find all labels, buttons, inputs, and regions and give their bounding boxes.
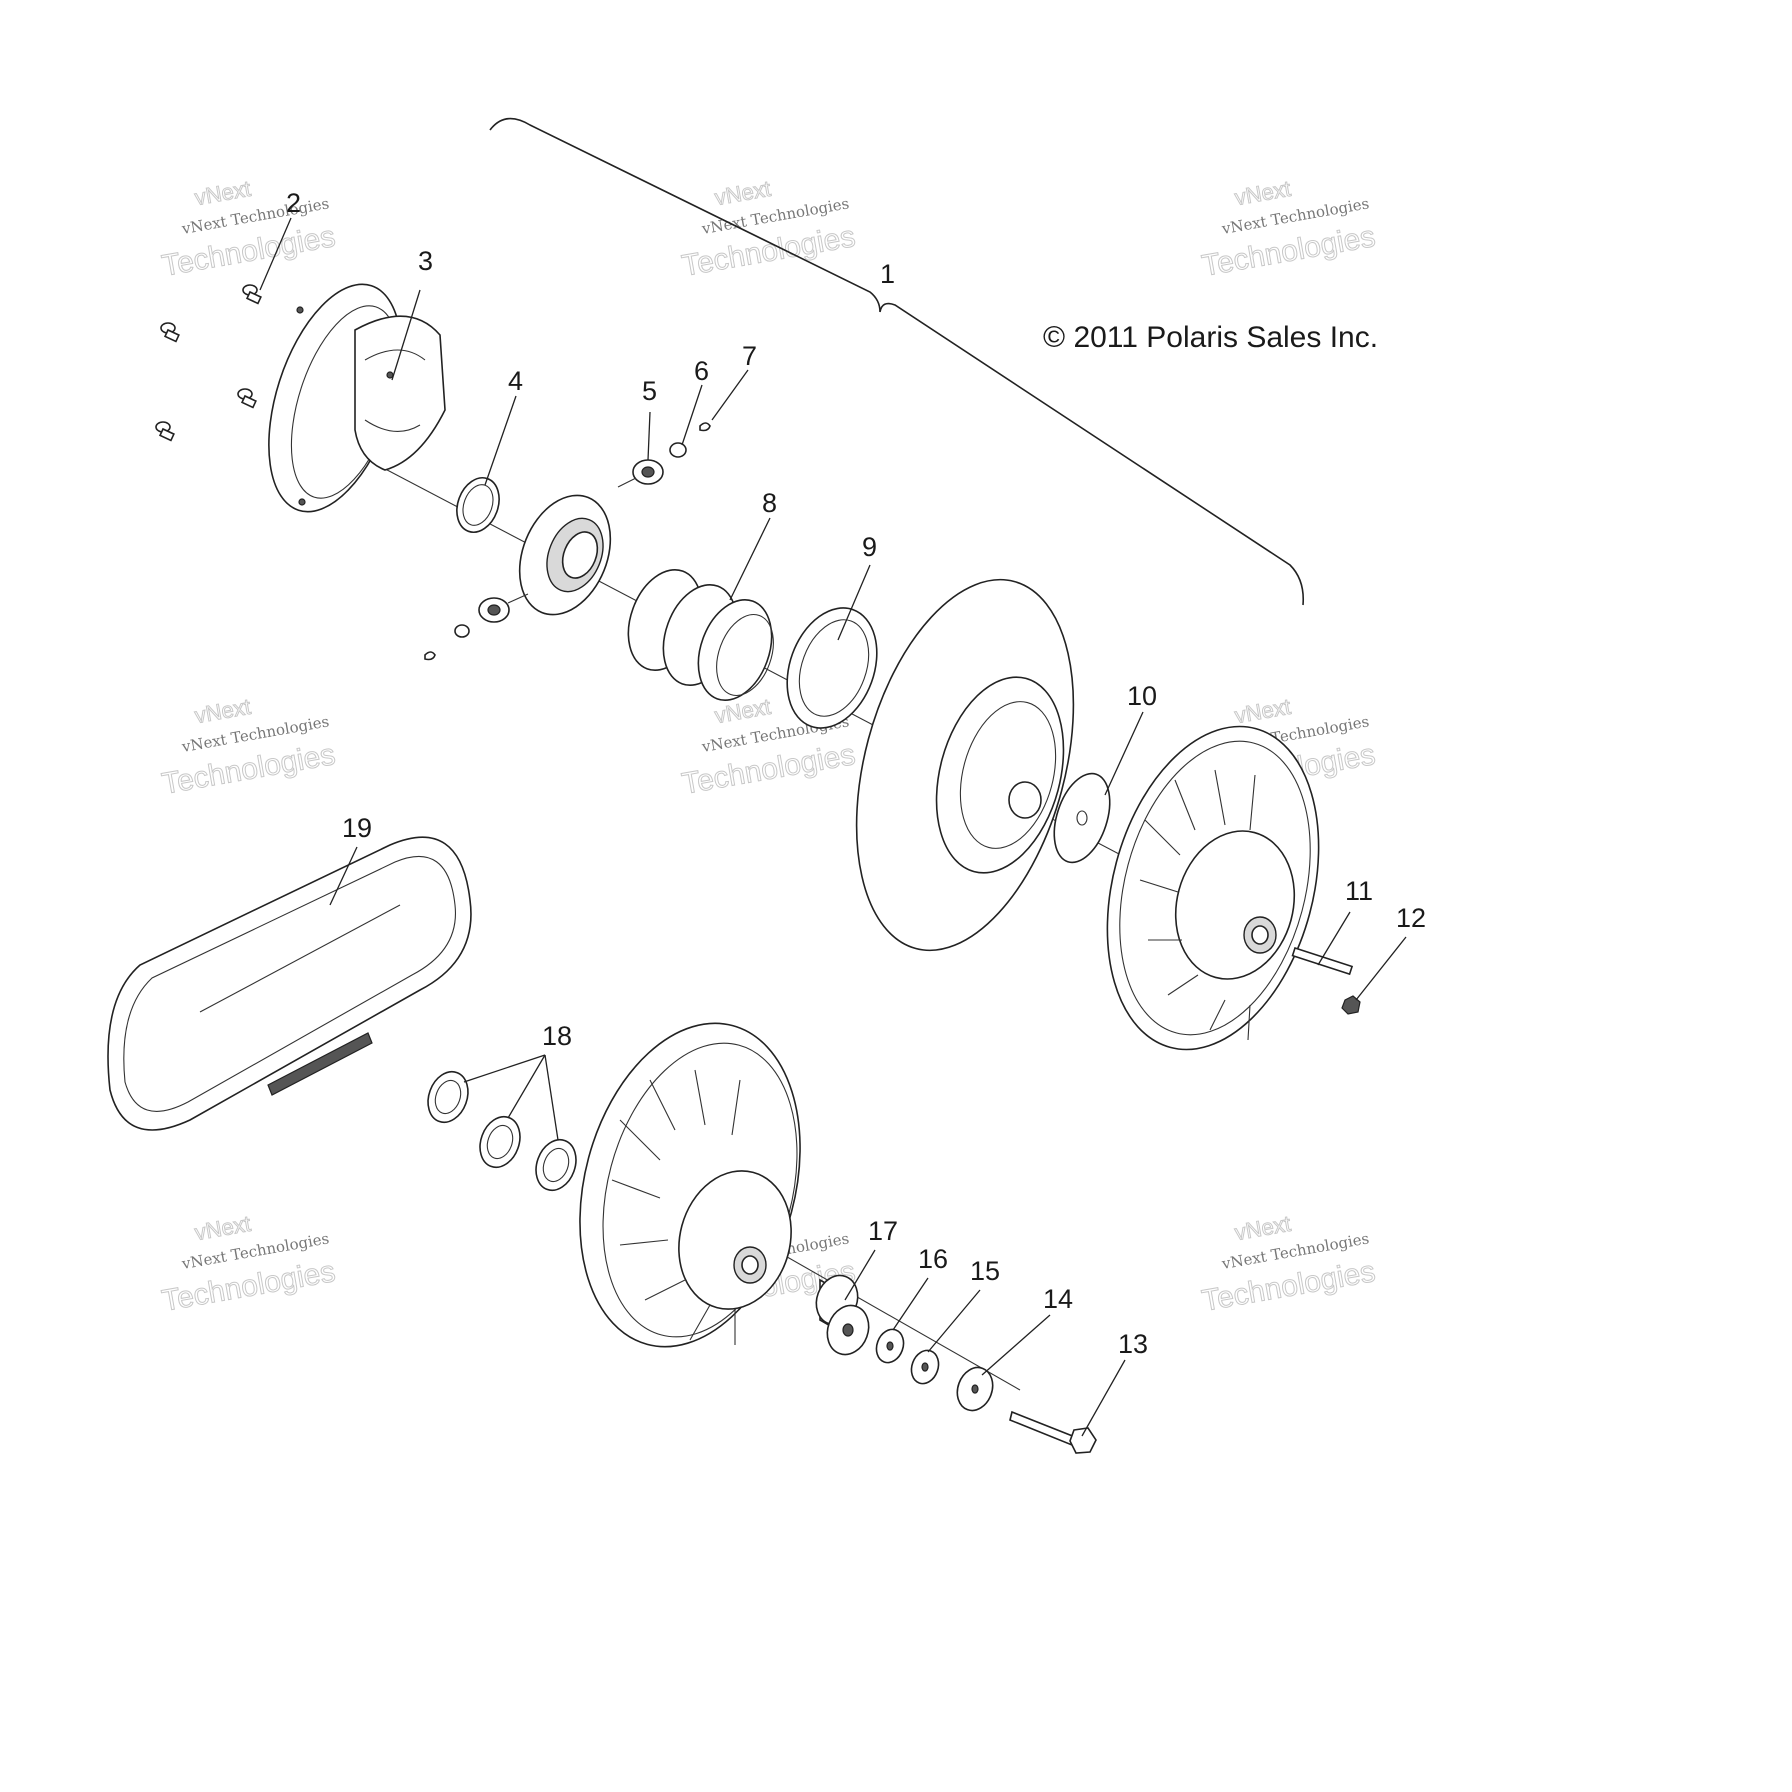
callout-14: 14: [1043, 1284, 1073, 1314]
shim: [535, 1138, 577, 1192]
watermark: vNext vNext Technologies Technologies: [159, 1210, 338, 1318]
belt-teeth: [267, 1032, 373, 1096]
callout-19: 19: [342, 813, 372, 843]
callout-9: 9: [862, 532, 877, 562]
callout-5: 5: [642, 376, 657, 406]
spider-hub: [518, 494, 612, 616]
callout-12: 12: [1396, 903, 1426, 933]
callout-3: 3: [418, 246, 433, 276]
callout-13: 13: [1118, 1329, 1148, 1359]
shim: [427, 1070, 469, 1124]
svg-text:vNext: vNext: [1233, 694, 1293, 728]
clutch-spring: [627, 568, 774, 702]
callout-15: 15: [970, 1256, 1000, 1286]
callout-6: 6: [694, 356, 709, 386]
roller-lower: [424, 593, 529, 661]
svg-text:vNext: vNext: [713, 176, 773, 210]
watermark: vNext vNext Technologies Technologies: [679, 175, 858, 283]
driven-clutch: [579, 1022, 801, 1348]
washer-16: [875, 1328, 905, 1364]
sheave-nut: [1341, 995, 1361, 1015]
copyright-notice: © 2011 Polaris Sales Inc.: [1043, 321, 1378, 354]
roller: [617, 459, 664, 488]
svg-text:vNext: vNext: [193, 176, 253, 210]
driven-bolt: [1009, 1410, 1097, 1454]
roller-washer: [669, 442, 687, 458]
shim: [479, 1115, 521, 1169]
callout-11: 11: [1345, 876, 1373, 906]
svg-text:vNext: vNext: [1233, 176, 1293, 210]
svg-text:vNext: vNext: [1233, 1211, 1293, 1245]
washer-15: [910, 1349, 940, 1385]
screw: [155, 421, 175, 442]
screw: [237, 388, 257, 409]
fixed-sheave: [1106, 725, 1320, 1051]
washer-14: [956, 1366, 994, 1412]
shim-set: [427, 1070, 577, 1192]
spacer-bushing: [815, 1274, 870, 1356]
watermark: vNext vNext Technologies Technologies: [159, 175, 338, 283]
callout-7: 7: [742, 341, 757, 371]
assembly-brace: [489, 117, 1305, 606]
screw-set: [155, 284, 262, 442]
screw: [242, 284, 262, 305]
callout-1: 1: [880, 259, 895, 289]
watermark: vNext vNext Technologies Technologies: [1199, 1210, 1378, 1318]
watermark: vNext vNext Technologies Technologies: [1199, 175, 1378, 283]
callout-18: 18: [542, 1021, 572, 1051]
spring-seat: [786, 607, 878, 729]
svg-text:vNext: vNext: [193, 694, 253, 728]
leader-lines: [259, 217, 1407, 1437]
callout-labels: 1 2 3 4 5 6 7 8 9 10 11 12 13 14 15 16 1…: [286, 188, 1426, 1359]
watermark: vNext vNext Technologies Technologies: [159, 693, 338, 801]
callout-4: 4: [508, 366, 523, 396]
snap-ring: [456, 477, 500, 533]
callout-8: 8: [762, 488, 777, 518]
clutch-cover: [268, 283, 446, 513]
screw: [160, 322, 180, 343]
svg-text:vNext: vNext: [193, 1211, 253, 1245]
drive-belt: [107, 836, 472, 1131]
roller-clip: [699, 422, 711, 432]
callout-10: 10: [1127, 681, 1157, 711]
callout-17: 17: [868, 1216, 898, 1246]
moveable-sheave: [855, 578, 1075, 952]
sheave-bolt: [1291, 946, 1354, 976]
callout-2: 2: [286, 188, 301, 218]
callout-16: 16: [918, 1244, 948, 1274]
sheave-washer: [1053, 772, 1111, 864]
